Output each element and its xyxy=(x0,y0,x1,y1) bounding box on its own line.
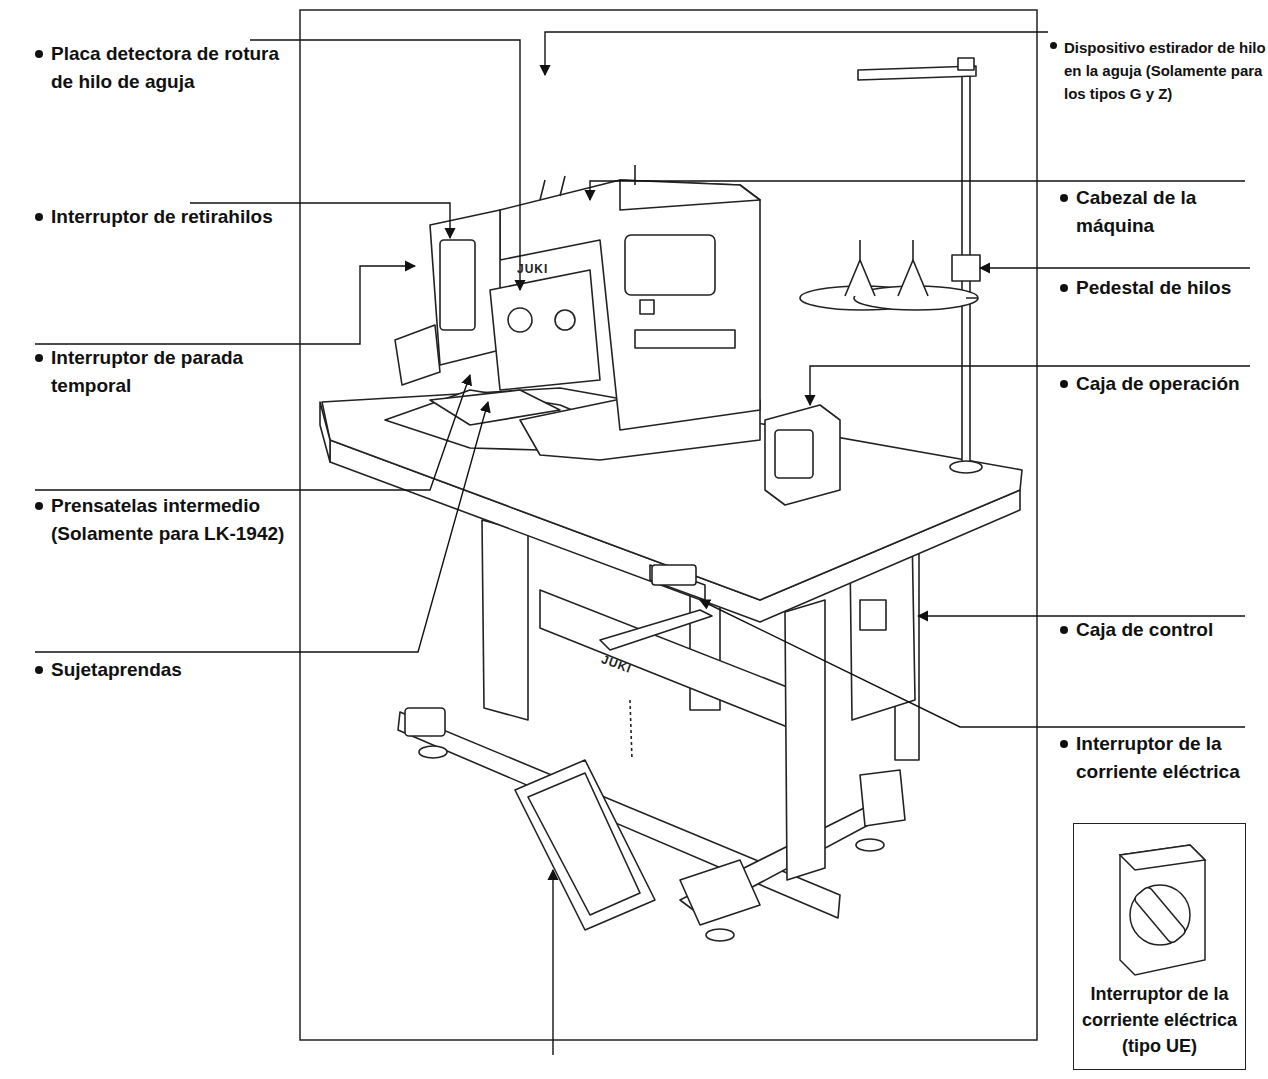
part-label: Placa detectora de rotura de hilo de agu… xyxy=(35,40,301,96)
part-label: Caja de operación xyxy=(1060,370,1266,398)
eu-switch-symbol xyxy=(1120,845,1205,975)
part-label: Caja de control xyxy=(1060,616,1268,644)
part-label: Interruptor de parada temporal xyxy=(35,344,321,400)
part-label: Prensatelas intermedio (Solamente para L… xyxy=(35,492,291,548)
part-label: Sujetaprendas xyxy=(35,656,301,684)
sewing-table xyxy=(320,58,1022,941)
part-label: Interruptor de la corriente eléctrica xyxy=(1060,730,1268,786)
inset-caption: Interruptor de la corriente eléctrica (t… xyxy=(1078,981,1241,1059)
leader-lines xyxy=(35,32,1250,1055)
part-label: Interruptor de retirahilos xyxy=(35,203,301,231)
part-label: Pedestal de hilos xyxy=(1060,274,1266,302)
frame xyxy=(300,10,1037,1040)
inset-box: Interruptor de la corriente eléctrica (t… xyxy=(1073,823,1246,1070)
part-label: Cabezal de la máquina xyxy=(1060,184,1268,240)
part-label: Dispositivo estirador de hilo en la aguj… xyxy=(1048,36,1268,105)
brand-logo: JUKI xyxy=(517,262,577,276)
